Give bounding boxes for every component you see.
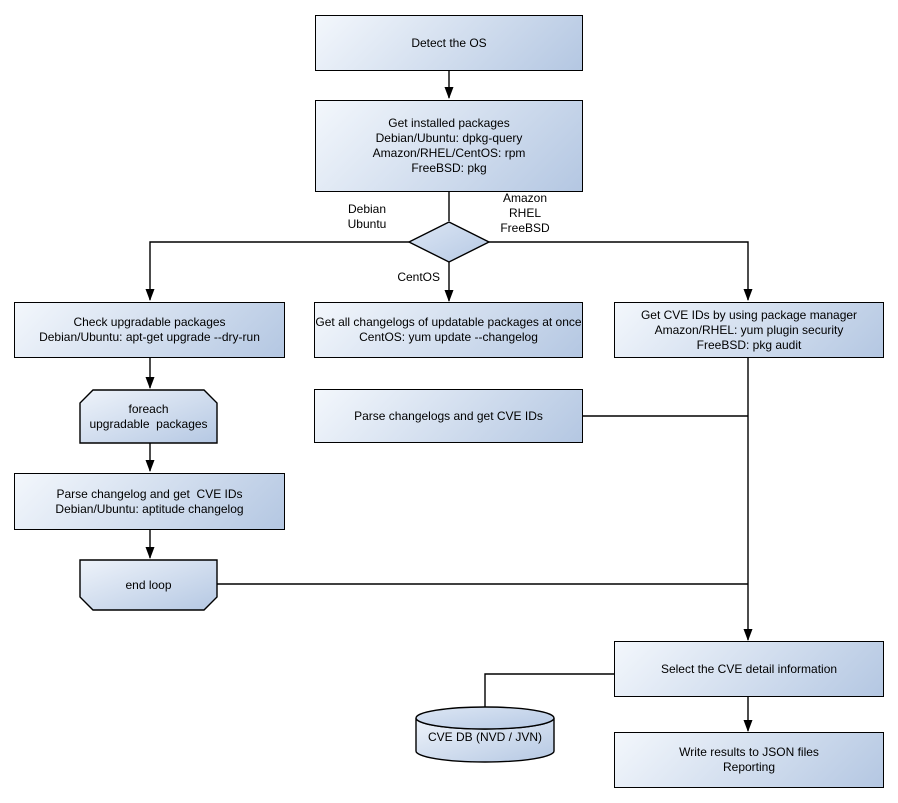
node-parse-changelogs: Parse changelogs and get CVE IDs	[314, 389, 583, 443]
edge-label-debian-ubuntu: Debian Ubuntu	[336, 202, 398, 232]
node-text: Debian/Ubuntu: aptitude changelog	[55, 501, 244, 516]
node-get-all-changelogs: Get all changelogs of updatable packages…	[314, 302, 583, 358]
cve-db-cylinder-top	[415, 706, 555, 730]
node-select-cve-detail: Select the CVE detail information	[614, 641, 884, 697]
node-text: Detect the OS	[411, 35, 487, 50]
edge-label-text: FreeBSD	[500, 221, 550, 235]
edge-decision-to-get-cve-ids	[489, 241, 753, 301]
node-detect-os: Detect the OS	[315, 15, 583, 71]
end-loop-shape	[79, 559, 218, 611]
node-get-installed-packages: Get installed packages Debian/Ubuntu: dp…	[315, 100, 583, 192]
node-text: CVE DB (NVD / JVN)	[427, 729, 542, 744]
edge-cvedb-to-select	[484, 673, 614, 707]
node-text: Amazon/RHEL: yum plugin security	[654, 322, 844, 337]
node-text: Parse changelog and get CVE IDs	[56, 486, 243, 501]
edge-label-amazon-rhel-freebsd: Amazon RHEL FreeBSD	[486, 191, 564, 236]
edge-label-text: Amazon	[502, 191, 548, 205]
node-text: Amazon/RHEL/CentOS: rpm	[372, 146, 526, 160]
node-text: Get CVE IDs by using package manager	[640, 307, 858, 322]
edge-label-centos: CentOS	[382, 270, 440, 285]
node-text: Get installed packages	[388, 116, 510, 130]
edge-decision-to-check-upgradable	[145, 241, 409, 301]
node-end-loop: end loop	[80, 560, 217, 610]
foreach-loop-start-shape	[79, 389, 218, 444]
node-text: Reporting	[722, 760, 776, 774]
node-text: Check upgradable packages	[73, 315, 226, 329]
node-get-cve-ids-pkg-mgr: Get CVE IDs by using package manager Ama…	[614, 302, 884, 358]
node-text: foreach	[128, 401, 169, 416]
node-text: Debian/Ubuntu: apt-get upgrade --dry-run	[39, 330, 260, 344]
edge-label-text: Debian	[347, 202, 387, 216]
edge-label-text: CentOS	[397, 270, 440, 284]
node-text: FreeBSD: pkg audit	[696, 337, 802, 352]
node-text: Debian/Ubuntu: dpkg-query	[375, 131, 523, 145]
node-text: Get all changelogs of updatable packages…	[315, 315, 582, 329]
edge-label-text: Ubuntu	[347, 217, 387, 231]
node-parse-changelog: Parse changelog and get CVE IDs Debian/U…	[14, 473, 285, 530]
node-check-upgradable-packages: Check upgradable packages Debian/Ubuntu:…	[14, 302, 285, 358]
node-cve-db: CVE DB (NVD / JVN)	[416, 722, 554, 752]
node-text: CentOS: yum update --changelog	[359, 330, 538, 344]
node-text: FreeBSD: pkg	[411, 161, 487, 175]
node-text: Write results to JSON files	[679, 745, 819, 759]
node-text: Parse changelogs and get CVE IDs	[354, 408, 543, 423]
node-text: Select the CVE detail information	[660, 661, 838, 676]
node-text: end loop	[125, 577, 172, 592]
edge-label-text: RHEL	[508, 206, 541, 220]
os-decision-diamond	[407, 221, 491, 263]
node-foreach-loop-start: foreach upgradable packages	[80, 390, 217, 443]
node-text: upgradable packages	[89, 416, 208, 431]
node-write-results: Write results to JSON files Reporting	[614, 732, 884, 788]
